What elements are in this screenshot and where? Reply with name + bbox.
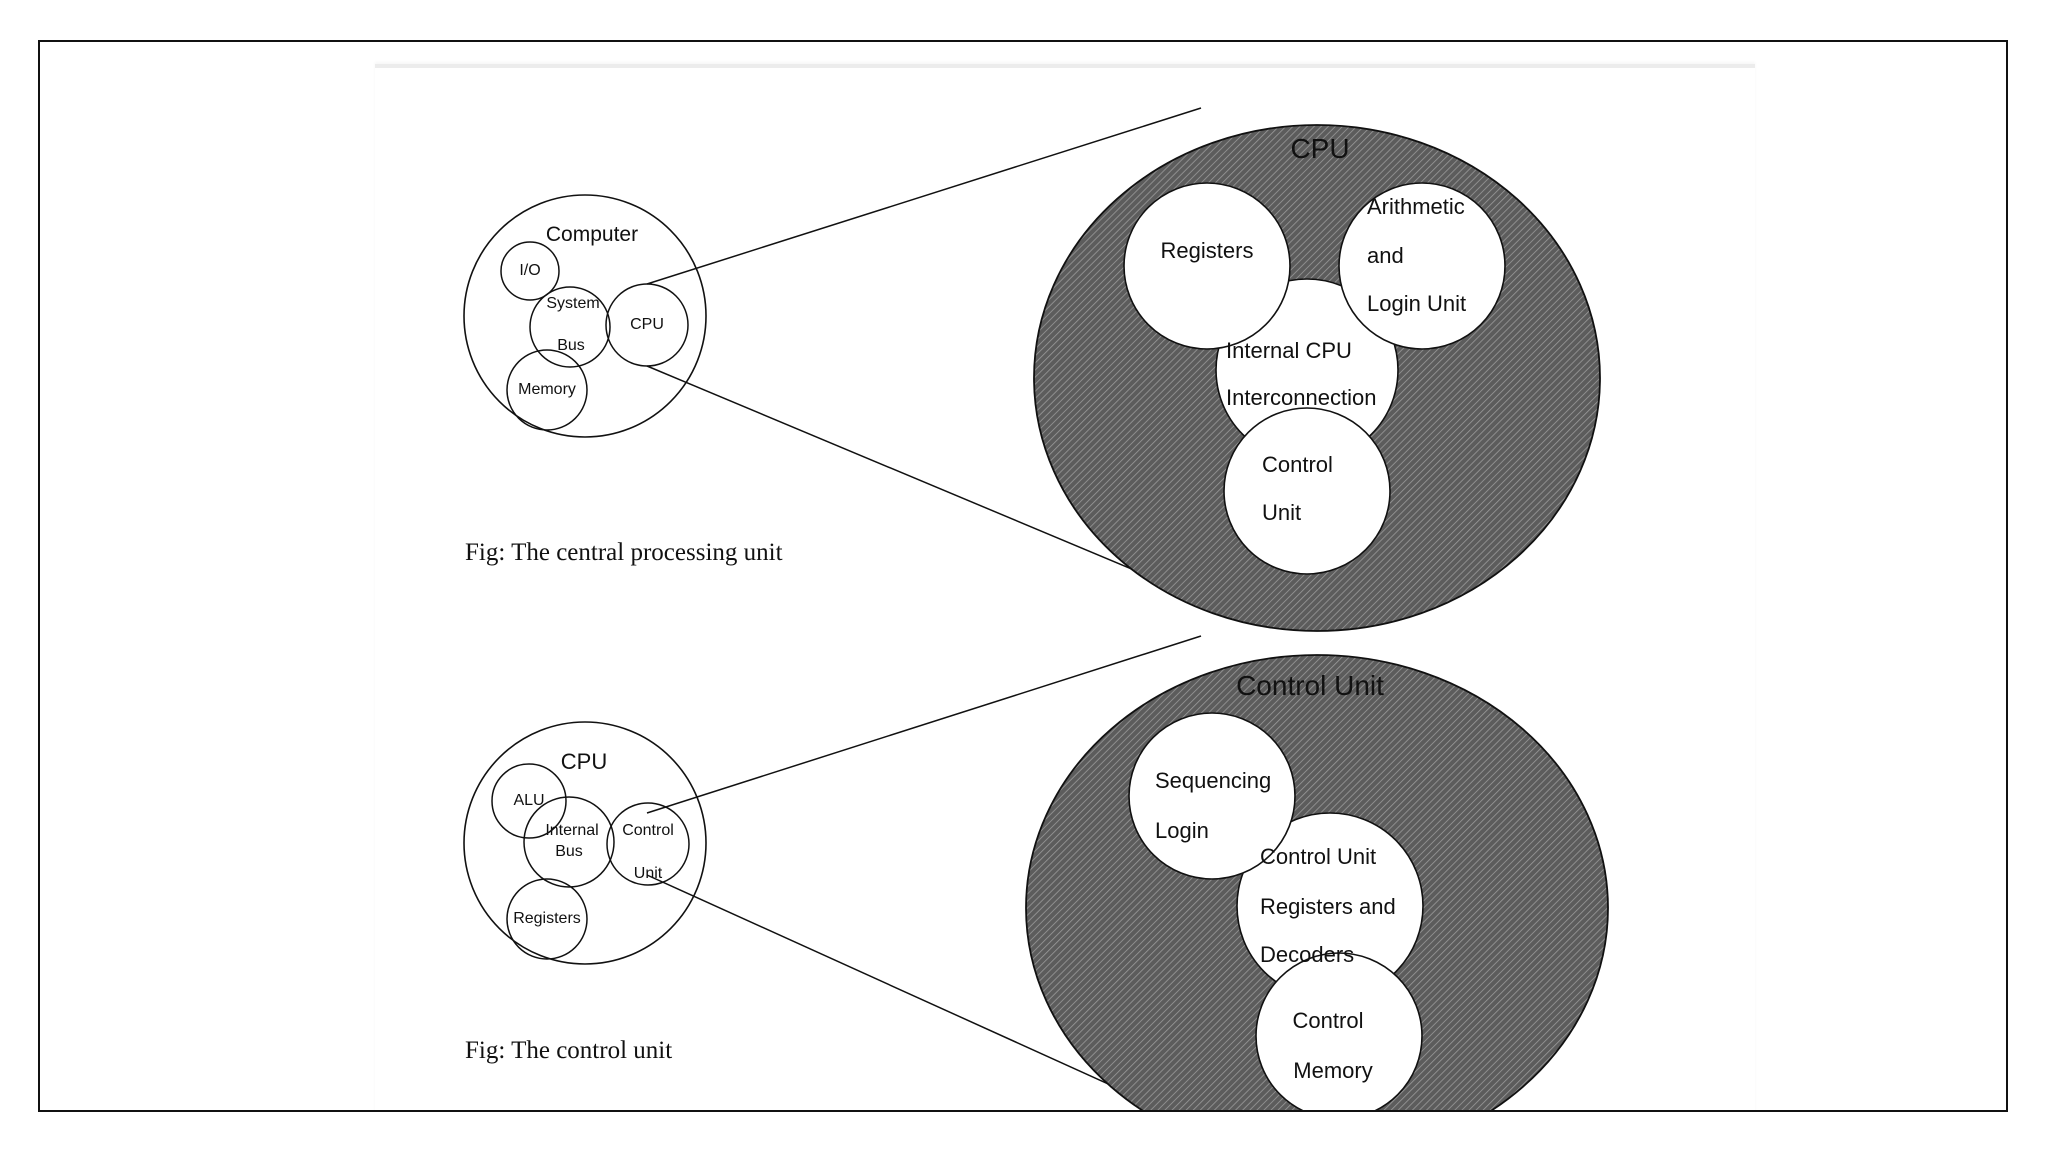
memory-circle [506,349,588,431]
internal-bus-label-2: Bus [555,843,583,860]
control-unit-circle [1223,407,1391,575]
interconnection-label-2: Interconnection [1226,385,1376,410]
zoom-line-bottom [646,365,1202,599]
io-circle [500,241,560,301]
computer-circle [463,194,707,438]
sequencing-circle [1128,712,1296,880]
control-memory-label-1: Control [1293,1008,1364,1033]
control-unit-big-title: Control Unit [1236,670,1384,701]
cpu-outer-label: CPU [561,749,607,774]
cpu-big-diagram: CPU Registers Arithmetic and Login Unit … [1033,124,1601,632]
control-unit-small-label-2: Unit [634,865,663,882]
screenshot-frame: Computer I/O System Bus CPU Memory [38,40,2008,1112]
internal-bus-label-1: Internal [545,822,598,839]
cpu-small-diagram: CPU ALU Internal Bus Control Unit Regist… [463,721,707,965]
zoom-line-top [646,107,1202,285]
computer-small-diagram: Computer I/O System Bus CPU Memory [463,194,707,438]
alu-small-circle [491,763,567,839]
system-bus-label-2: Bus [557,337,585,354]
cpu-small-label: CPU [630,316,664,333]
control-unit-label-2: Unit [1262,500,1301,525]
internal-bus-circle [523,796,615,888]
cpu-outer-circle [463,721,707,965]
registers-small-label: Registers [513,910,581,927]
control-unit-small-circle [606,802,690,886]
registers-small-circle [506,878,588,960]
control-memory-circle [1255,952,1423,1110]
alu-label-1: Arithmetic [1367,194,1465,219]
registers-label: Registers [1161,238,1254,263]
zoom-line-top-2 [646,635,1202,814]
registers-decoders-label-1: Control Unit [1260,844,1376,869]
alu-label-3: Login Unit [1367,291,1466,316]
sequencing-label-1: Sequencing [1155,768,1271,793]
figure-control-unit-caption: Fig: The control unit [465,1037,672,1064]
computer-label: Computer [546,223,638,246]
alu-small-label: ALU [513,792,544,809]
sequencing-label-2: Login [1155,818,1209,843]
cpu-control-unit-diagram: Computer I/O System Bus CPU Memory [463,107,1609,1110]
figure-cpu-caption: Fig: The central processing unit [465,539,783,566]
io-label: I/O [519,262,540,279]
interconnection-label-1: Internal CPU [1226,338,1352,363]
control-unit-small-label-1: Control [622,822,674,839]
registers-circle [1123,182,1291,350]
memory-label: Memory [518,381,576,398]
alu-circle [1338,182,1506,350]
system-bus-label-1: System [546,295,599,312]
control-memory-label-2: Memory [1293,1058,1372,1083]
system-bus-circle [529,286,611,368]
control-unit-big-diagram: Control Unit Sequencing Login Control Un… [1025,654,1609,1110]
figure-cpu: Computer I/O System Bus CPU Memory [463,107,1601,632]
figure-control-unit: CPU ALU Internal Bus Control Unit Regist… [463,635,1609,1110]
document-page: Computer I/O System Bus CPU Memory [375,64,1755,1110]
registers-decoders-label-3: Decoders [1260,942,1354,967]
cpu-big-title: CPU [1290,133,1349,164]
alu-label-2: and [1367,243,1404,268]
control-unit-label-1: Control [1262,452,1333,477]
registers-decoders-label-2: Registers and [1260,894,1396,919]
